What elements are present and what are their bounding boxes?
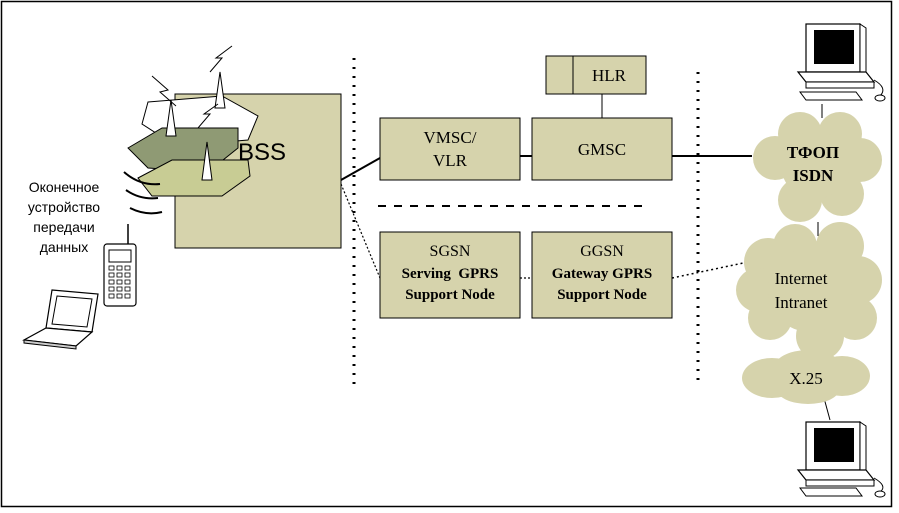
cell-layers bbox=[127, 95, 259, 197]
cloud-x25: X.25 bbox=[742, 350, 870, 404]
ggsn-label-line1: GGSN bbox=[580, 243, 624, 260]
hlr-box bbox=[545, 55, 647, 95]
cloud-pstn: ТФОП ISDN bbox=[753, 112, 882, 222]
desktop-computer-icon bbox=[796, 421, 886, 498]
cloud-x25-label: X.25 bbox=[789, 369, 823, 388]
sgsn-label-line2: Serving GPRS bbox=[402, 266, 499, 282]
gmsc-box bbox=[531, 117, 673, 181]
cell-light bbox=[137, 159, 251, 197]
link-bss-sgsn bbox=[340, 183, 381, 279]
ggsn-label-line3: Support Node bbox=[557, 287, 647, 303]
cloud-internet-line1: Internet bbox=[775, 269, 828, 288]
antenna-tower-icon bbox=[165, 71, 226, 181]
hlr-label: HLR bbox=[592, 66, 627, 85]
vmsc-label-line1: VMSC/ bbox=[424, 128, 477, 147]
cloud-internet-line2: Intranet bbox=[775, 293, 828, 312]
laptop-icon bbox=[22, 289, 99, 350]
cloud-pstn-line2: ISDN bbox=[793, 166, 834, 185]
gmsc-label: GMSC bbox=[578, 140, 626, 159]
sgsn-label-line3: Support Node bbox=[405, 287, 495, 303]
terminal-label-line1: Оконечное bbox=[29, 179, 100, 195]
ggsn-label-line2: Gateway GPRS bbox=[552, 266, 652, 282]
vmsc-label-line2: VLR bbox=[433, 151, 468, 170]
sgsn-box bbox=[379, 231, 521, 319]
ggsn-box bbox=[531, 231, 673, 319]
cloud-internet: Internet Intranet bbox=[736, 222, 882, 360]
vmsc-box bbox=[379, 117, 521, 181]
terminal-label-line4: данных bbox=[40, 239, 88, 255]
mobile-phone-icon bbox=[103, 224, 137, 307]
cloud-pstn-line1: ТФОП bbox=[787, 143, 839, 162]
radio-waves-icon bbox=[123, 171, 163, 215]
link-x25-pc bbox=[823, 397, 831, 421]
link-bss-vmsc bbox=[340, 157, 381, 181]
terminal-label-line2: устройство bbox=[28, 199, 100, 215]
sgsn-label-line1: SGSN bbox=[430, 243, 471, 260]
radio-signal-icon bbox=[151, 45, 233, 129]
terminal-label-line3: передачи bbox=[33, 219, 94, 235]
desktop-computer-icon bbox=[796, 23, 886, 102]
